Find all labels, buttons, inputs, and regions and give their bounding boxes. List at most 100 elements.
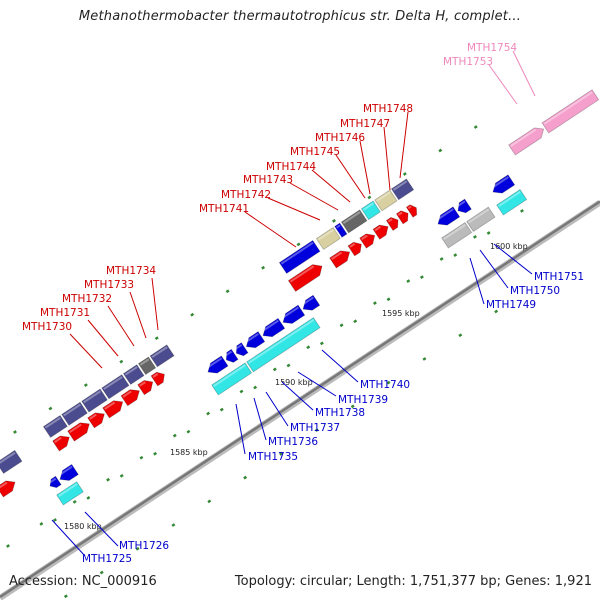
scale-label-kbp-1595: 1595 kbp: [382, 309, 420, 318]
leader-line: [267, 197, 321, 221]
gene-label-mth1735: MTH1735: [248, 451, 298, 463]
outer-tick: [314, 428, 319, 433]
gray-gene-shape: [340, 209, 368, 234]
outer-tick: [332, 219, 336, 223]
rna-gene-shape: [360, 200, 381, 221]
leader-line: [359, 140, 371, 195]
leader-line: [107, 305, 135, 347]
forward-gene: [0, 480, 16, 498]
forward-gene: [359, 233, 376, 249]
tan-gene-highlight: [376, 191, 391, 202]
gray-gene: [466, 206, 496, 232]
gene-label-mth1748: MTH1748: [363, 103, 413, 115]
forward-gene-highlight: [387, 218, 393, 223]
forward-gene-shape: [385, 216, 399, 232]
forward-gene: [372, 224, 389, 240]
outer-tick: [279, 451, 283, 456]
leader-line: [265, 391, 289, 427]
reverse-gene: [491, 174, 516, 194]
gray-gene: [340, 209, 368, 234]
gray-gene-highlight: [468, 208, 490, 224]
forward-gene-highlight: [331, 251, 343, 260]
leader-line: [335, 154, 366, 199]
operon-gene-highlight: [103, 376, 123, 390]
leader-line: [311, 169, 351, 203]
reverse-gene-highlight: [301, 296, 314, 307]
operon-gene-shape: [0, 449, 23, 474]
gene-label-mth1736: MTH1736: [268, 436, 318, 448]
gene-label-mth1743: MTH1743: [243, 174, 293, 186]
leader-line: [479, 249, 509, 289]
reverse-gene: [58, 463, 79, 481]
scale-tick: [353, 319, 358, 324]
forward-gene-highlight: [374, 225, 382, 232]
leader-line: [281, 381, 314, 411]
forward-gene-shape: [329, 250, 351, 269]
gray-gene-shape: [466, 206, 496, 232]
forward-gene-shape: [395, 210, 409, 225]
forward-gene: [395, 210, 409, 225]
leader-line: [151, 277, 159, 331]
scale-tick: [339, 323, 344, 328]
forward-gene-highlight: [69, 423, 82, 434]
forward-gene-highlight: [89, 413, 97, 420]
gene-label-mth1732: MTH1732: [62, 293, 112, 305]
reverse-gene-highlight: [244, 333, 259, 344]
gray-gene-shape: [441, 221, 473, 249]
scale-tick: [419, 275, 424, 280]
gene-label-mth1731: MTH1731: [40, 307, 90, 319]
outer-tick: [243, 475, 248, 480]
operon-gene: [42, 414, 68, 438]
operon-gene-highlight: [124, 366, 138, 376]
scale-label-kbp-1585: 1585 kbp: [170, 448, 208, 457]
reverse-gene: [206, 355, 229, 374]
reverse-gene-highlight: [336, 224, 341, 229]
scale-tick: [453, 253, 458, 257]
gene-label-mth1745: MTH1745: [290, 146, 340, 158]
leader-line: [488, 64, 518, 105]
reverse-gene: [334, 222, 348, 238]
forward-gene-shape: [287, 264, 323, 292]
operon-gene-highlight: [83, 390, 101, 404]
leader-line: [253, 397, 267, 441]
operon-gene-shape: [42, 414, 68, 438]
reverse-gene: [436, 206, 461, 226]
scale-tick: [473, 235, 477, 239]
operon-gene-shape: [101, 374, 130, 400]
operon-gene: [149, 344, 175, 368]
forward-gene: [329, 250, 351, 269]
operon-gene-shape: [122, 364, 145, 385]
operon-gene: [0, 449, 23, 474]
reverse-gene-highlight: [261, 319, 279, 333]
rna-gene-highlight: [58, 483, 78, 497]
outer-tick: [296, 242, 301, 247]
operon-gene-shape: [61, 401, 88, 426]
gene-label-mth1750: MTH1750: [510, 285, 560, 297]
forward-gene-shape: [120, 389, 140, 407]
forward-gene-highlight: [407, 205, 412, 210]
outer-tick: [367, 195, 372, 200]
reverse-gene-highlight: [206, 357, 223, 369]
tan-gene: [315, 226, 341, 250]
pink-gene-shape: [508, 127, 545, 156]
leader-line: [469, 257, 485, 305]
reverse-gene-shape: [282, 304, 306, 324]
outer-tick: [386, 380, 391, 385]
page-title: Methanothermobacter thermautotrophicus s…: [78, 9, 522, 24]
forward-gene: [102, 400, 124, 419]
forward-gene: [52, 435, 70, 452]
forward-gene-shape: [150, 371, 165, 387]
gene-label-mth1746: MTH1746: [315, 132, 365, 144]
gene-label-mth1733: MTH1733: [84, 279, 134, 291]
operon-gene-shape: [137, 356, 157, 376]
pink-gene: [541, 89, 600, 134]
reverse-gene-shape: [225, 348, 239, 363]
gray-gene: [441, 221, 473, 249]
reverse-gene: [456, 198, 472, 214]
leader-line: [129, 291, 147, 339]
rna-gene: [246, 317, 321, 373]
operon-gene-shape: [81, 388, 108, 413]
operon-gene-highlight: [151, 346, 168, 358]
